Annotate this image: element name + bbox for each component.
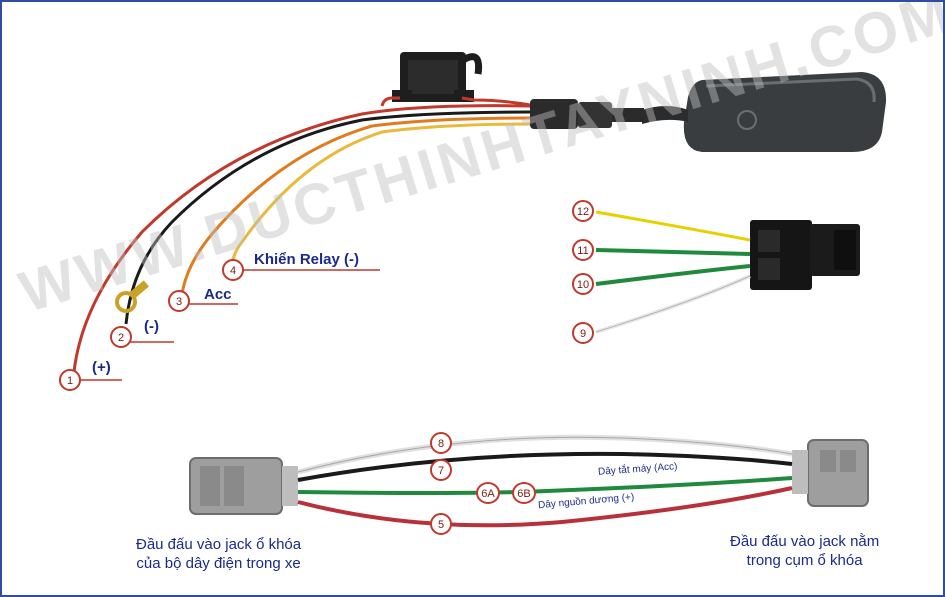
ring-terminal-icon (115, 280, 149, 313)
relay-pin-10: 10 (572, 273, 594, 295)
right-caption-line-2: trong cụm ổ khóa (746, 552, 863, 569)
harness-pin-6a: 6A (476, 482, 500, 504)
harness-pin-7: 7 (430, 459, 452, 481)
harness-pin-8: 8 (430, 432, 452, 454)
gps-device-icon (642, 72, 887, 152)
harness-pin-6b: 6B (512, 482, 536, 504)
pin-3: 3 (168, 290, 190, 312)
relay-wire-white (595, 274, 751, 334)
label-acc: Acc (204, 286, 232, 303)
harness-wire-black (297, 451, 793, 482)
pin-2: 2 (110, 326, 132, 348)
right-caption-line-1: Đầu đấu vào jack nằm (730, 533, 880, 550)
label-negative: (-) (144, 318, 159, 335)
relay-pin-11: 11 (572, 239, 594, 261)
wire-yellow (230, 122, 531, 265)
left-connector-caption: Đầu đấu vào jack ổ khóa của bộ dây điện … (136, 535, 301, 573)
relay-wire-green2 (595, 264, 751, 286)
relay-icon (750, 220, 860, 290)
pin-4: 4 (222, 259, 244, 281)
pin-1: 1 (59, 369, 81, 391)
wire-orange (180, 116, 531, 295)
left-caption-line-2: của bộ dây điện trong xe (136, 555, 301, 572)
harness-connector-right-icon (792, 439, 869, 507)
relay-wire-yellow (595, 210, 751, 242)
label-relay-control: Khiển Relay (-) (254, 251, 360, 268)
left-caption-line-1: Đầu đấu vào jack ổ khóa (136, 536, 302, 553)
gps-connector-icon (530, 99, 644, 129)
harness-wire-red (297, 486, 793, 528)
relay-pin-9: 9 (572, 322, 594, 344)
relay-wire-green1 (595, 248, 751, 256)
relay-pin-12: 12 (572, 200, 594, 222)
harness-connector-left-icon (189, 457, 298, 515)
fuse-holder-icon (392, 52, 483, 102)
harness-wire-green (297, 476, 793, 495)
harness-pin-5: 5 (430, 513, 452, 535)
wire-black (124, 110, 531, 325)
label-positive: (+) (92, 359, 111, 376)
wire-red (72, 104, 531, 373)
right-connector-caption: Đầu đấu vào jack nằm trong cụm ổ khóa (730, 532, 879, 570)
